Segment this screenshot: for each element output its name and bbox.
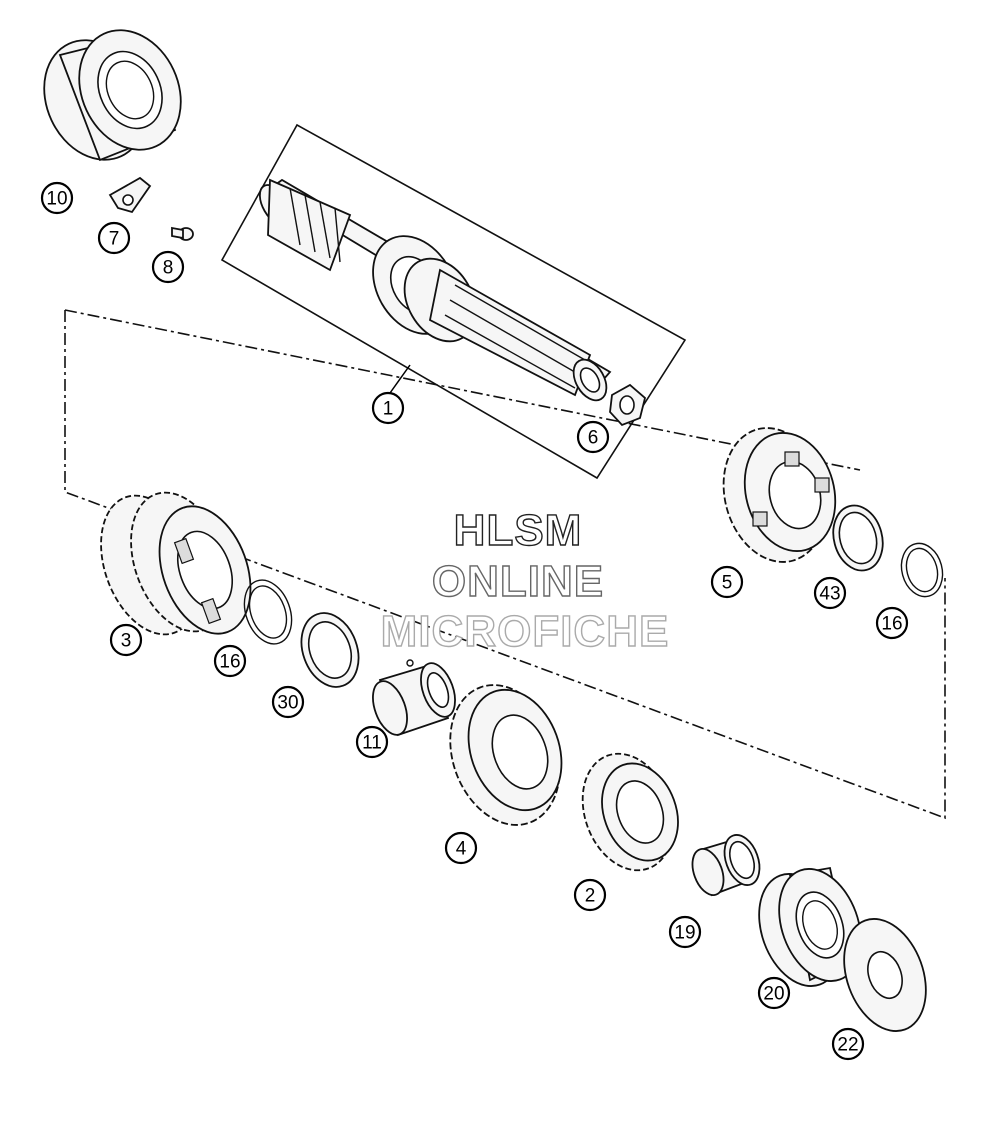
double-gear-part-3 [100,491,252,636]
callout-label: 43 [819,584,840,605]
callout-label: 30 [277,693,298,714]
callout-gear-5: 5 [710,565,744,599]
watermark-line-3: MICROFICHE [381,607,670,656]
callout-label: 1 [383,399,394,420]
callout-needle-bushing-11: 11 [355,725,389,759]
callout-label: 16 [881,614,902,635]
callout-snap-ring-16a: 16 [213,644,247,678]
circlip-part-6 [609,383,647,427]
callout-leader-1 [389,364,411,394]
shaft-group-frame [220,123,687,480]
callout-label: 20 [763,984,784,1005]
callout-bushing-19: 19 [668,915,702,949]
callout-main-shaft: 1 [371,391,405,425]
callout-label: 6 [588,428,599,449]
snap-ring-part-16b [900,542,944,598]
callout-label: 11 [362,733,382,754]
bearing-part-20 [758,866,862,987]
callout-bearing-10: 10 [40,181,74,215]
callout-bearing-20: 20 [757,976,791,1010]
gear-part-4 [449,684,563,826]
washer-part-43 [832,504,884,572]
bearing-part-10 [43,29,182,162]
callout-gear-2: 2 [573,878,607,912]
washer-part-30 [300,612,360,688]
assembly-boundary-dashed [64,310,946,820]
callout-label: 5 [722,573,733,594]
shim-part-22 [843,918,927,1032]
callout-label: 19 [674,923,695,944]
main-shaft-part [258,178,612,402]
callout-shim-22: 22 [831,1027,865,1061]
callout-label: 22 [837,1035,858,1056]
callout-label: 7 [109,229,120,250]
watermark-line-2: ONLINE [432,557,604,606]
locking-plate-part-7 [108,176,152,214]
gear-part-5 [722,427,837,563]
callout-label: 8 [163,258,174,279]
callout-label: 3 [121,631,132,652]
callout-label: 10 [46,189,67,210]
callout-label: 4 [456,839,467,860]
gear-part-2 [581,752,679,872]
callout-circlip-6: 6 [576,420,610,454]
bushing-part-19 [691,834,761,897]
callout-washer-30: 30 [271,685,305,719]
callout-gear-4: 4 [444,831,478,865]
snap-ring-part-16a [243,579,293,645]
assembly-boundary-top [64,309,861,471]
callout-snap-ring-16b: 16 [875,606,909,640]
screw-part-8 [171,226,194,241]
watermark: HLSM ONLINE MICROFICHE [380,505,670,656]
callout-locking-plate-7: 7 [97,221,131,255]
callout-screw-8: 8 [151,250,185,284]
callout-label: 2 [585,886,596,907]
needle-bushing-part-11 [372,659,456,737]
watermark-line-1: HLSM [454,506,583,555]
callout-double-gear-3: 3 [109,623,143,657]
callout-label: 16 [219,652,240,673]
callout-washer-43: 43 [813,576,847,610]
